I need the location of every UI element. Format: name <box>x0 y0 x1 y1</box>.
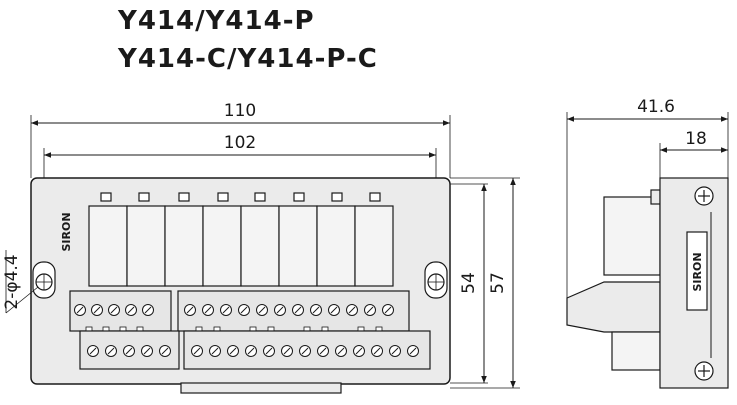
dim-height-inner: 54 <box>459 272 479 294</box>
relay-row <box>88 205 394 287</box>
mount-hole-right <box>424 261 448 299</box>
title-line-2: Y414-C/Y414-P-C <box>118 44 378 74</box>
dim-height-outer: 57 <box>488 272 508 294</box>
brand-logo-side: SIRON <box>691 252 704 291</box>
dim-hole-spacing: 102 <box>224 133 256 153</box>
terminal-block-upper <box>69 290 410 332</box>
led-row <box>100 192 381 202</box>
dim-overall-width: 110 <box>224 101 256 121</box>
terminal-block-lower <box>79 330 431 370</box>
mount-hole-left <box>32 261 56 299</box>
side-view <box>566 112 729 389</box>
front-view <box>5 115 520 394</box>
title-line-1: Y414/Y414-P <box>118 6 315 36</box>
dim-hole-spec: 2-φ4.4 <box>2 254 22 309</box>
brand-logo-front: SIRON <box>60 212 73 251</box>
dim-side-depth: 41.6 <box>637 97 675 117</box>
dim-side-offset: 18 <box>685 129 707 149</box>
